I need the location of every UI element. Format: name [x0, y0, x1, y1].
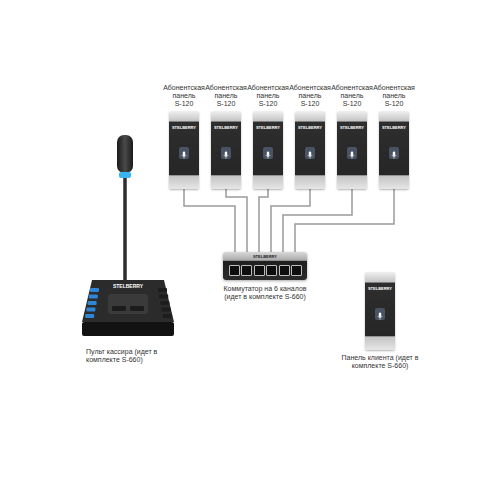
mic-icon-stand	[182, 155, 186, 159]
brand-logo: STELBERRY	[169, 125, 199, 130]
channel-button	[85, 314, 94, 318]
mic-icon-body	[393, 152, 395, 157]
console-front	[82, 322, 174, 336]
panel-device: STELBERRY	[295, 111, 325, 189]
panel-label: Абонентская панель S-120	[205, 84, 247, 108]
switch-port	[254, 265, 265, 276]
mic-icon-body	[379, 313, 381, 318]
brand-logo: STELBERRY	[337, 125, 367, 130]
mic-icon	[179, 149, 189, 161]
panel-label: Абонентская панель S-120	[373, 84, 415, 108]
brand-logo: STELBERRY	[295, 125, 325, 130]
channel-button	[89, 295, 98, 299]
brand-logo: STELBERRY	[379, 125, 409, 130]
console-illustration	[78, 132, 178, 342]
grille-button	[112, 306, 126, 311]
mic-icon-stand	[266, 155, 270, 159]
call-button	[221, 147, 231, 159]
grille-button	[130, 306, 144, 311]
gooseneck	[123, 178, 127, 282]
mic-icon	[347, 149, 357, 161]
grille	[108, 294, 148, 314]
switch-port	[279, 265, 290, 276]
panel-label: Абонентская панель S-120	[289, 84, 331, 108]
panel-device: STELBERRY	[169, 111, 199, 189]
mic-icon-stand	[392, 155, 396, 159]
brand-logo: STELBERRY	[223, 254, 307, 259]
mic-icon	[375, 310, 385, 322]
switch-port	[241, 265, 252, 276]
console-node: STELBERRY Пульт кассира (идет в комплекте…	[78, 132, 178, 364]
panel-node: Абонентская панель S-120STELBERRY	[373, 84, 415, 189]
mic-icon-stand	[308, 155, 312, 159]
panel-device: STELBERRY	[337, 111, 367, 189]
cable-line	[259, 189, 268, 252]
brand-logo: STELBERRY	[78, 283, 178, 289]
mic-icon-stand	[378, 316, 382, 320]
switch-node: STELBERRY Коммутатор на 6 каналов (идет в…	[215, 252, 315, 301]
panel-node: Абонентская панель S-120STELBERRY	[247, 84, 289, 189]
call-button	[389, 147, 399, 159]
mic-icon-body	[183, 152, 185, 157]
mic-icon-stand	[224, 155, 228, 159]
call-button	[375, 308, 385, 320]
switch-port	[229, 265, 240, 276]
panel-device: STELBERRY	[253, 111, 283, 189]
panel-node: Абонентская панель S-120STELBERRY	[289, 84, 331, 189]
panel-node: Абонентская панель S-120STELBERRY	[163, 84, 205, 189]
call-button	[263, 147, 273, 159]
mic-icon-body	[351, 152, 353, 157]
switch-port	[266, 265, 277, 276]
call-button	[179, 147, 189, 159]
console-label: Пульт кассира (идет в комплекте S-660)	[78, 348, 178, 364]
cable-line	[283, 189, 352, 252]
panel-label: Абонентская панель S-120	[331, 84, 373, 108]
mic-icon-body	[267, 152, 269, 157]
cable-line	[184, 189, 235, 252]
channel-button	[160, 301, 169, 305]
panel-device: STELBERRY	[379, 111, 409, 189]
panel-label: Панель клиента (идет в комплекте S-660)	[340, 354, 420, 370]
mic-led-ring	[119, 172, 131, 178]
panel-node: Абонентская панель S-120STELBERRY	[331, 84, 373, 189]
mic-head	[117, 135, 133, 173]
mic-icon	[389, 149, 399, 161]
console-device: STELBERRY	[78, 132, 178, 342]
mic-icon-body	[309, 152, 311, 157]
brand-logo: STELBERRY	[365, 286, 395, 291]
panel-device: STELBERRY	[365, 272, 395, 350]
channel-button	[86, 308, 95, 312]
channel-button	[158, 288, 167, 292]
call-button	[305, 147, 315, 159]
mic-icon	[305, 149, 315, 161]
switch-label: Коммутатор на 6 каналов (идет в комплект…	[215, 285, 315, 301]
channel-button	[162, 308, 171, 312]
cable-line	[226, 189, 247, 252]
mic-icon	[263, 149, 273, 161]
switch-device: STELBERRY	[223, 252, 307, 280]
channel-button	[159, 295, 168, 299]
panel-label: Абонентская панель S-120	[247, 84, 289, 108]
mic-icon-stand	[350, 155, 354, 159]
cable-line	[295, 189, 394, 252]
mic-icon-body	[225, 152, 227, 157]
switch-port	[291, 265, 302, 276]
panel-device: STELBERRY	[211, 111, 241, 189]
brand-logo: STELBERRY	[211, 125, 241, 130]
panel-label: Абонентская панель S-120	[163, 84, 205, 108]
brand-logo: STELBERRY	[253, 125, 283, 130]
channel-button	[163, 314, 172, 318]
panel-node: Абонентская панель S-120STELBERRY	[205, 84, 247, 189]
channel-button	[88, 301, 97, 305]
client-node: STELBERRY Панель клиента (идет в комплект…	[340, 272, 420, 370]
cable-line	[271, 189, 310, 252]
mic-icon	[221, 149, 231, 161]
call-button	[347, 147, 357, 159]
channel-button	[90, 288, 99, 292]
